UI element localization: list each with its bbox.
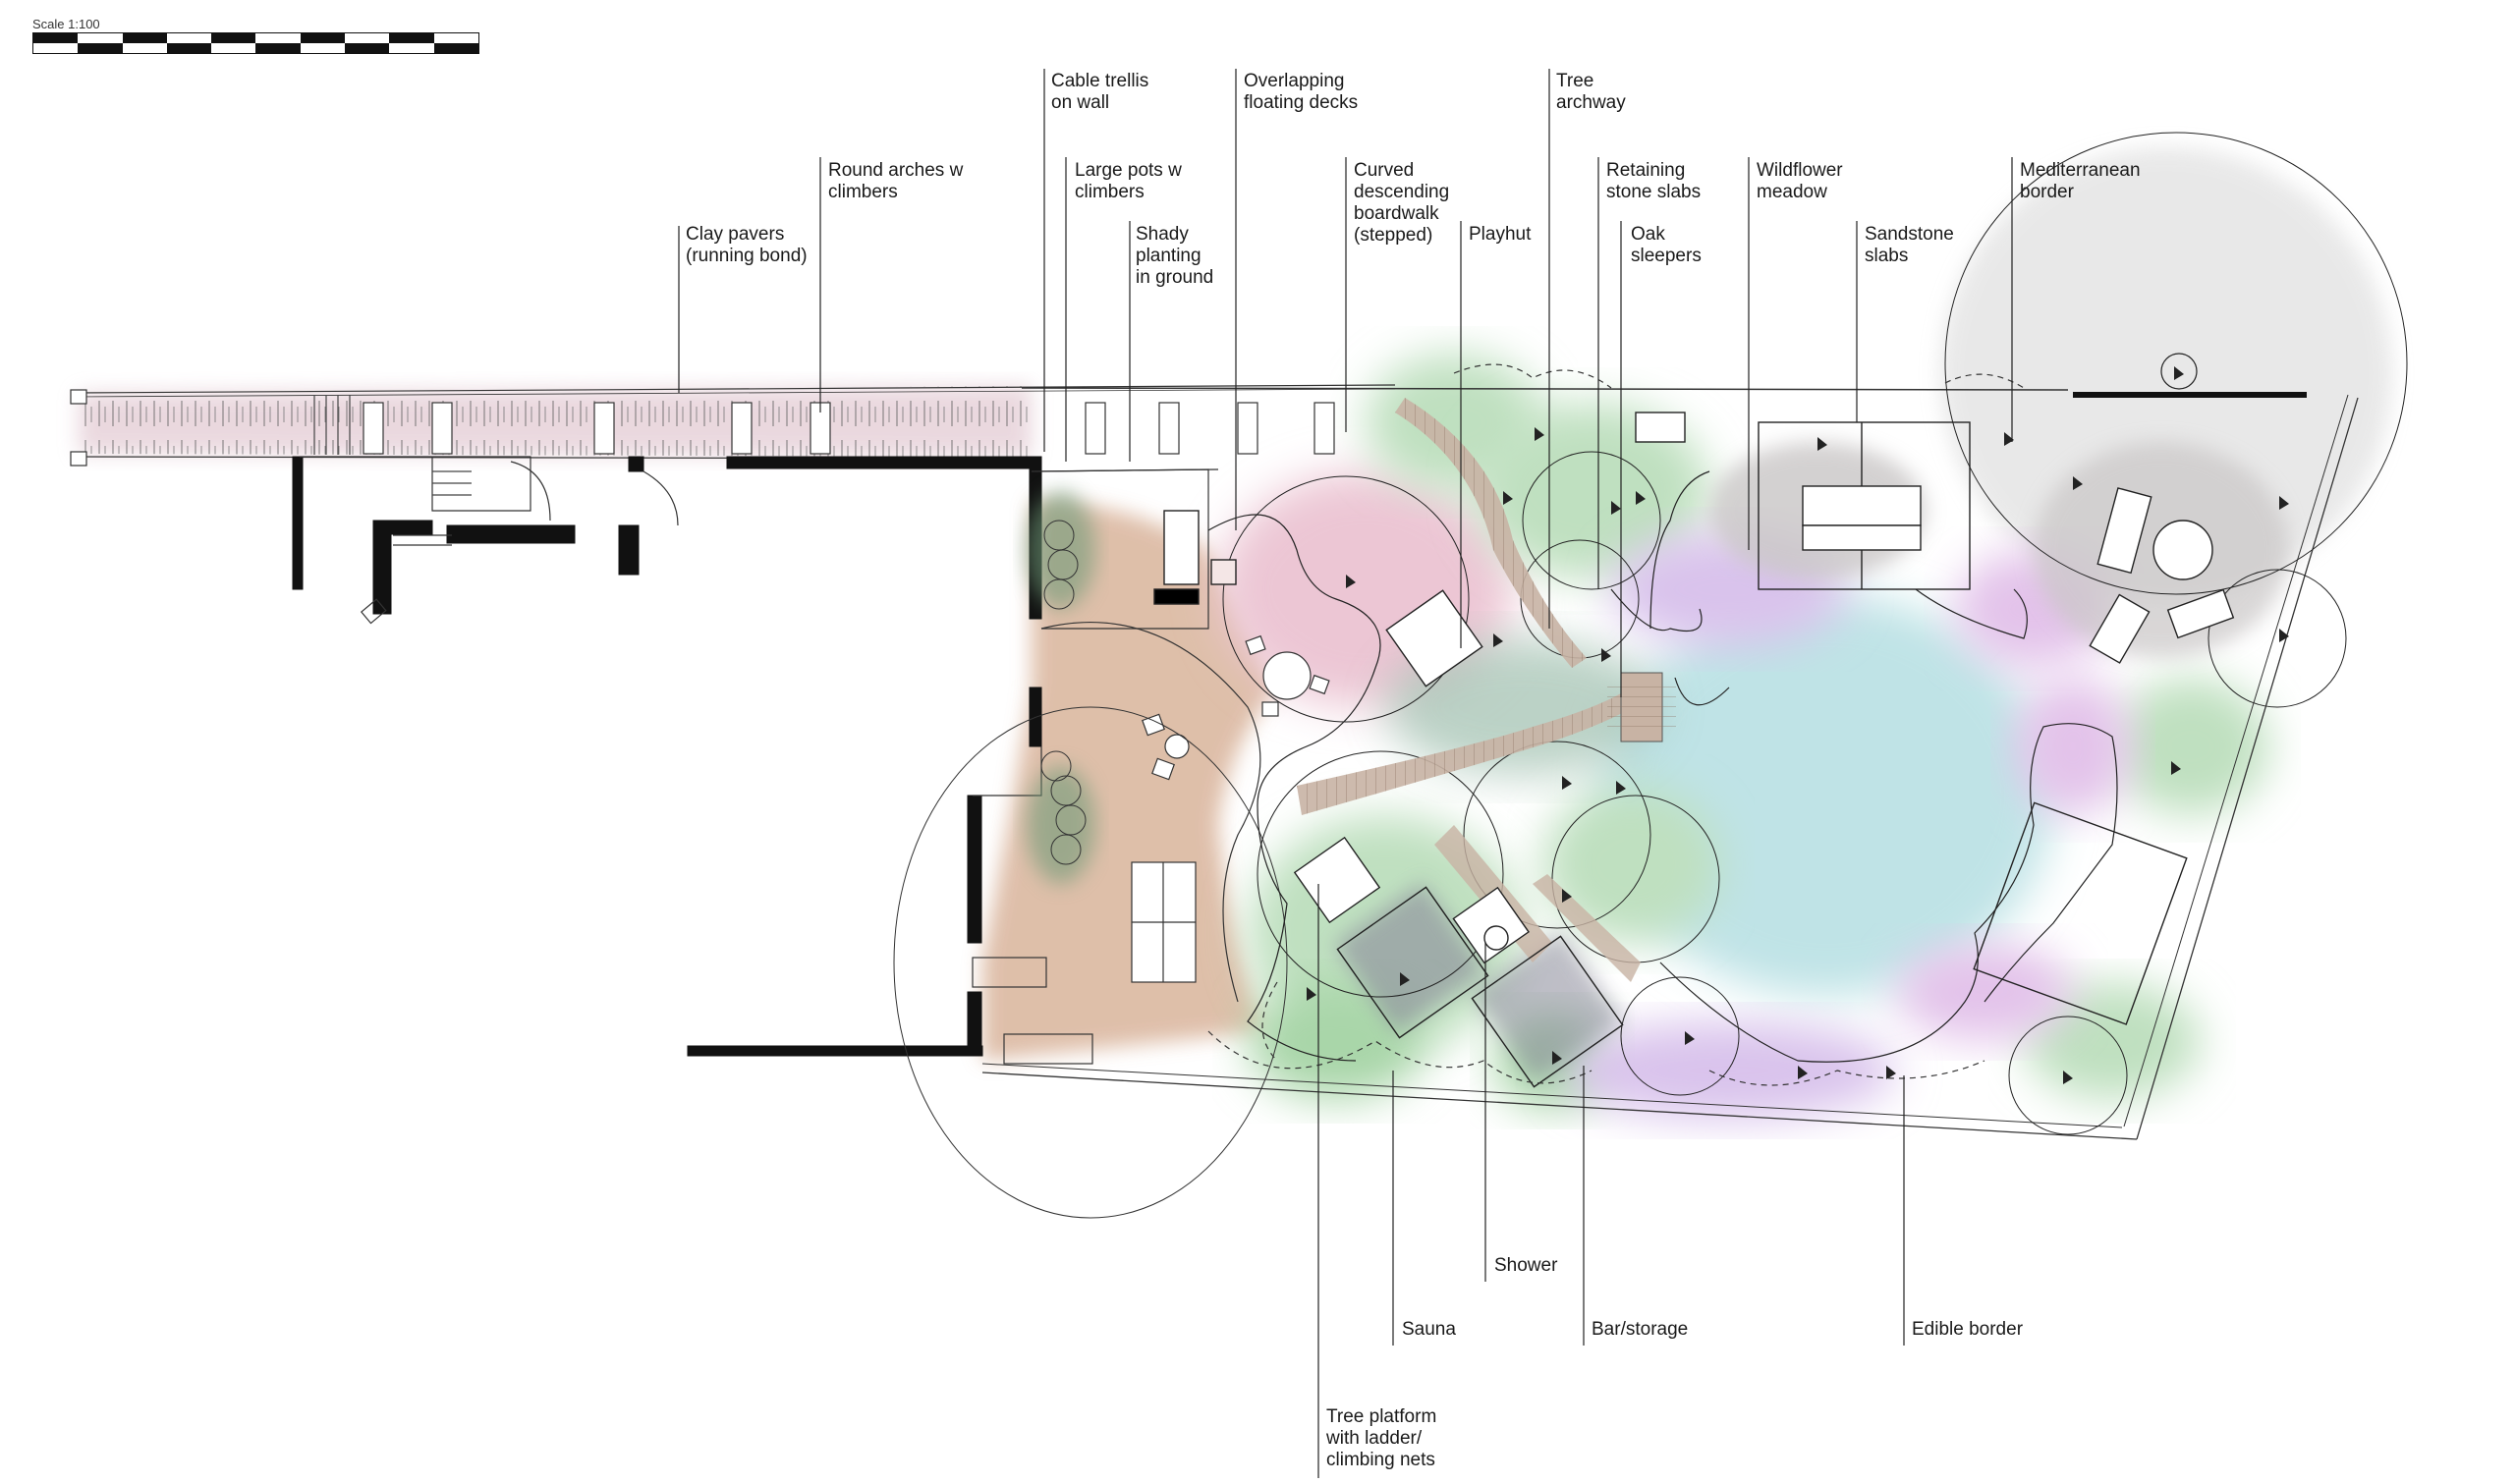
planting-wash [1542, 786, 1719, 943]
planting-wash [1474, 403, 1709, 579]
structures [1153, 412, 2235, 1088]
label-playhut: Playhut [1469, 224, 1532, 245]
leader-lines [678, 69, 2013, 1478]
playhut [1385, 589, 1483, 687]
hedge-outline [1207, 363, 2025, 1086]
shower [1452, 886, 1530, 964]
sandstone-slabs [1758, 421, 1971, 590]
bar-storage [1471, 935, 1624, 1088]
planting-wash [2112, 678, 2269, 815]
tree-symbols [1307, 366, 2289, 1084]
planting-wash [1248, 982, 1425, 1100]
label-bar-storage: Bar/storage [1592, 1319, 1689, 1340]
edible-grid [1973, 801, 2188, 1025]
natural-pond [1601, 594, 2053, 997]
label-clay-pavers: Clay pavers(running bond) [686, 224, 808, 266]
patio-furniture [893, 622, 1330, 1219]
mediterranean-tree-canopy [1940, 147, 2392, 599]
sauna-wash [1334, 882, 1485, 1033]
tree-platform [1293, 836, 1381, 924]
label-shower: Shower [1494, 1255, 1558, 1276]
meadow-wash [1562, 1021, 1896, 1120]
label-sauna: Sauna [1402, 1319, 1456, 1340]
clay-paver-patio [982, 501, 1277, 1061]
curved-boardwalk [1297, 398, 1676, 982]
wall-climbers [1027, 491, 1095, 884]
round-arches [363, 402, 1335, 455]
climber-circles [1040, 520, 1087, 865]
planting-wash [2024, 982, 2201, 1100]
meadow-wash [2014, 678, 2132, 815]
colour-washes [982, 147, 2392, 1120]
house-walls [292, 456, 1042, 1057]
bar-wash [1472, 931, 1623, 1082]
planting-wash [1385, 638, 1660, 776]
garden-curves [1207, 132, 2408, 1135]
tree-trunk [2160, 353, 2198, 390]
label-edible-border: Edible border [1912, 1319, 2024, 1340]
sauna [1336, 886, 1489, 1039]
garden-boundary [981, 387, 2359, 1140]
meadow-wash [1896, 943, 2073, 1041]
front-border [70, 384, 1396, 467]
scale-bar [32, 32, 479, 54]
scale-label: Scale 1:100 [32, 17, 100, 31]
